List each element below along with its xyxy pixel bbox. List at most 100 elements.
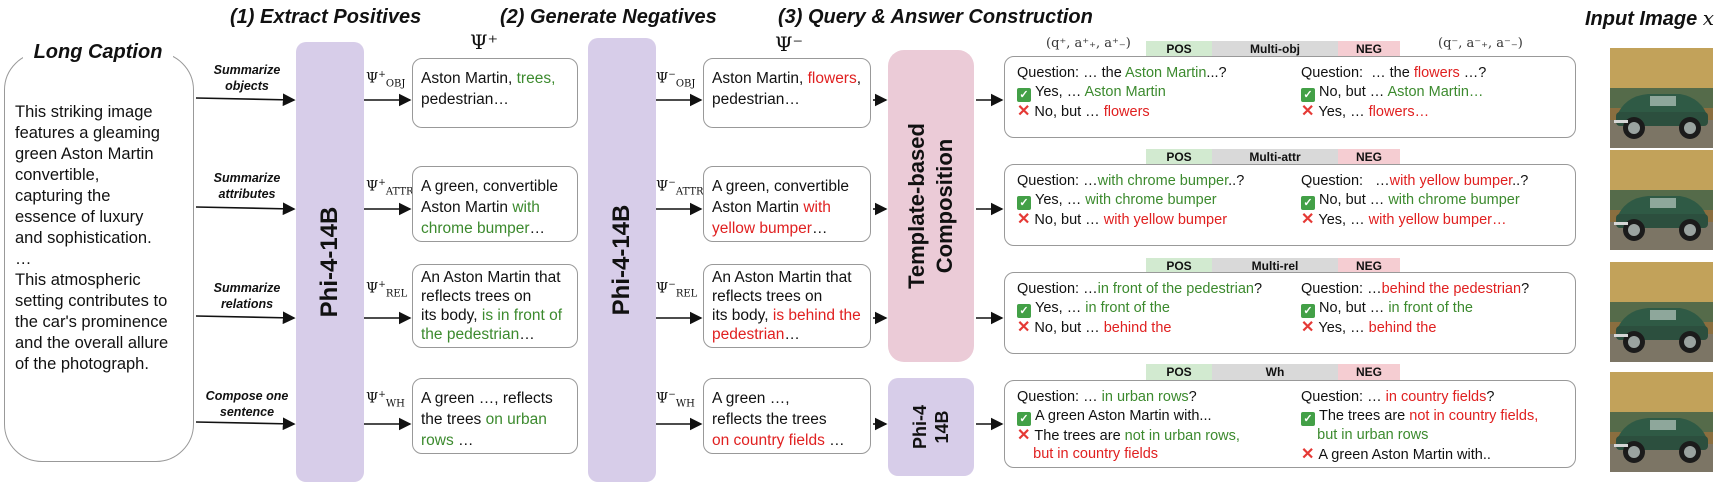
stage-query-title: (3) Query & Answer Construction	[778, 6, 1093, 28]
input-image-car	[1610, 372, 1713, 472]
check-icon: ✓	[1301, 304, 1315, 318]
psi-pos-label-wh: Ψ+WH	[366, 390, 405, 410]
qa-negative-tuple: (q⁻, a⁻₊, a⁻₋)	[1438, 36, 1523, 51]
stage-extract-title: (1) Extract Positives	[230, 6, 422, 28]
flow-arrow	[195, 311, 296, 325]
tag-pos: POS	[1146, 41, 1212, 57]
caption-line: features a gleaming	[15, 124, 160, 142]
qa-right-line: ✓The trees are not in country fields,	[1301, 408, 1538, 426]
qa-right-line: but in urban rows	[1317, 427, 1429, 443]
phi-extract-model: Phi-4-14B	[296, 42, 364, 482]
cross-icon: ✕	[1017, 103, 1031, 120]
psi-negative-header: Ψ⁻	[775, 32, 804, 56]
tag-pos: POS	[1146, 364, 1212, 380]
tag-neg: NEG	[1338, 364, 1400, 380]
psi-neg-label-wh: Ψ−WH	[656, 390, 695, 410]
cross-icon: ✕	[1301, 319, 1315, 336]
caption-line: the car's prominence	[15, 313, 168, 331]
caption-line: This atmospheric	[15, 271, 141, 289]
qa-right-line: Question: … in country fields?	[1301, 389, 1495, 405]
cross-icon: ✕	[1301, 446, 1315, 463]
qa-left-line: ✓Yes, … Aston Martin	[1017, 84, 1166, 102]
caption-line: This striking image	[15, 103, 153, 121]
psi-pos-label-obj: Ψ+OBJ	[366, 70, 406, 90]
qa-left-line: ✓Yes, … with chrome bumper	[1017, 192, 1217, 210]
caption-line: and the overall allure	[15, 334, 169, 352]
check-icon: ✓	[1301, 412, 1315, 426]
tag-type: Multi-obj	[1212, 41, 1338, 57]
caption-line: …	[15, 250, 32, 268]
qa-right-line: ✕A green Aston Martin with..	[1301, 446, 1491, 463]
qa-left-line: Question: … in urban rows?	[1017, 389, 1197, 405]
psi-pos-label-attr: Ψ+ATTR	[366, 178, 414, 198]
psi-positive-header: Ψ⁺	[470, 30, 499, 54]
check-icon: ✓	[1017, 196, 1031, 210]
cross-icon: ✕	[1301, 211, 1315, 228]
long-caption-title: Long Caption	[23, 41, 173, 64]
qa-right-line: Question: …behind the pedestrian?	[1301, 281, 1530, 297]
input-image-car	[1610, 150, 1713, 250]
qa-right-line: ✕Yes, … behind the	[1301, 319, 1437, 336]
qa-left-line: ✕No, but … flowers	[1017, 103, 1150, 120]
psi-neg-label-attr: Ψ−ATTR	[656, 178, 704, 198]
qa-right-line: ✕Yes, … flowers…	[1301, 103, 1430, 120]
negative-box-obj: Aston Martin, flowers,pedestrian…	[703, 58, 871, 128]
long-caption-text: This striking image features a gleaming gr…	[5, 64, 193, 375]
psi-neg-label-rel: Ψ−REL	[656, 280, 698, 300]
qa-left-line: Question: …with chrome bumper..?	[1017, 173, 1245, 189]
qa-right-line: Question: … the flowers …?	[1301, 65, 1487, 81]
psi-neg-label-obj: Ψ−OBJ	[656, 70, 696, 90]
tag-neg: NEG	[1338, 41, 1400, 57]
qa-box-multi-rel: Question: …in front of the pedestrian?✓Y…	[1004, 272, 1576, 354]
qa-right-line: ✓No, but … in front of the	[1301, 300, 1473, 318]
cross-icon: ✕	[1017, 211, 1031, 228]
tag-type: Wh	[1212, 364, 1338, 380]
qa-positive-tuple: (q⁺, a⁺₊, a⁺₋)	[1046, 36, 1131, 51]
qa-left-line: ✓A green Aston Martin with...	[1017, 408, 1212, 426]
caption-line: essence of luxury	[15, 208, 144, 226]
check-icon: ✓	[1301, 196, 1315, 210]
caption-line: convertible,	[15, 166, 100, 184]
qa-left-line: ✕No, but … behind the	[1017, 319, 1172, 336]
tag-neg: NEG	[1338, 258, 1400, 274]
flow-arrow	[195, 417, 296, 431]
tag-pos: POS	[1146, 258, 1212, 274]
qa-box-wh: Question: … in urban rows? ✓A green Aston…	[1004, 380, 1576, 468]
flow-arrow	[195, 202, 296, 216]
tag-type: Multi-rel	[1212, 258, 1338, 274]
qa-right-line: ✕Yes, … with yellow bumper…	[1301, 211, 1507, 228]
positive-box-obj: Aston Martin, trees,pedestrian…	[412, 58, 578, 128]
cross-icon: ✕	[1301, 103, 1315, 120]
caption-line: green Aston Martin	[15, 145, 154, 163]
qa-left-line: Question: …in front of the pedestrian?	[1017, 281, 1263, 297]
cross-icon: ✕	[1017, 427, 1031, 444]
flow-arrow	[195, 93, 296, 107]
input-image-title: Input Image x	[1585, 6, 1715, 30]
long-caption-box: Long Caption This striking image features…	[4, 41, 194, 462]
tag-type: Multi-attr	[1212, 149, 1338, 165]
cross-icon: ✕	[1017, 319, 1031, 336]
caption-line: of the photograph.	[15, 355, 149, 373]
caption-line: capturing the	[15, 187, 111, 205]
qa-left-line: ✕No, but … with yellow bumper	[1017, 211, 1228, 228]
tag-pos: POS	[1146, 149, 1212, 165]
check-icon: ✓	[1017, 304, 1031, 318]
tag-neg: NEG	[1338, 149, 1400, 165]
check-icon: ✓	[1017, 88, 1031, 102]
check-icon: ✓	[1301, 88, 1315, 102]
qa-left-line: ✕The trees are not in urban rows,	[1017, 427, 1240, 444]
phi-generate-model: Phi-4-14B	[588, 38, 656, 482]
